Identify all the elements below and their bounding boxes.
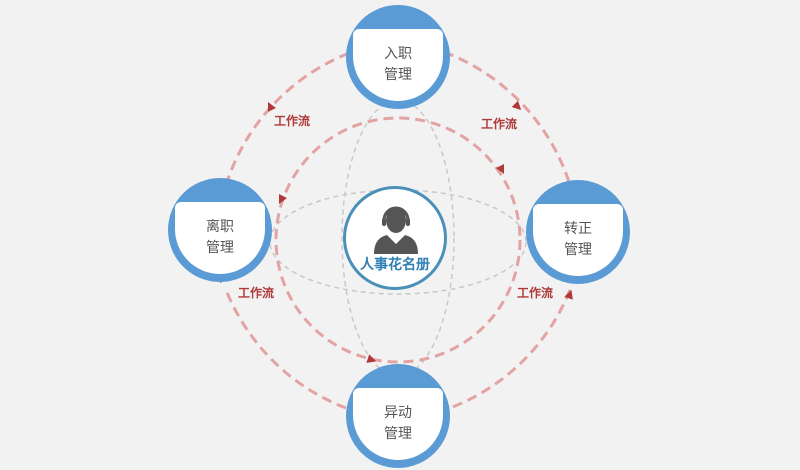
flow-arc-resignation-to-onboarding [224,50,353,186]
node-onboarding: 入职 管理 [346,5,450,109]
node-onboarding-line2: 管理 [384,67,412,83]
node-transfer-card: 异动 管理 [353,388,443,460]
flow-arc-onboarding-to-regularization [443,50,572,186]
node-regularization-line2: 管理 [564,242,592,258]
node-regularization-line1: 转正 [564,221,592,237]
node-resignation-card: 离职 管理 [175,202,265,274]
node-regularization: 转正 管理 [526,180,630,284]
inner-flow-ring [274,116,522,364]
flow-label-bottom-right: 工作流 [517,286,554,300]
node-regularization-card: 转正 管理 [533,204,623,276]
node-transfer: 异动 管理 [346,364,450,468]
node-resignation-line2: 管理 [206,240,234,256]
user-avatar-icon [374,206,418,254]
center-roster-disc [343,186,447,290]
flow-arc-transfer-to-resignation [224,289,347,410]
node-onboarding-card: 入职 管理 [353,29,443,101]
flow-label-bottom-left: 工作流 [238,286,275,300]
node-resignation-line1: 离职 [206,219,234,235]
flow-label-top-right: 工作流 [481,117,518,131]
flow-label-top-left: 工作流 [274,114,311,128]
node-onboarding-line1: 入职 [384,46,412,62]
node-transfer-line1: 异动 [384,405,412,421]
flow-arc-regularization-to-transfer [449,289,572,410]
node-resignation: 离职 管理 [168,178,272,282]
node-transfer-line2: 管理 [384,426,412,442]
center-roster-label: 人事花名册 [360,257,430,273]
